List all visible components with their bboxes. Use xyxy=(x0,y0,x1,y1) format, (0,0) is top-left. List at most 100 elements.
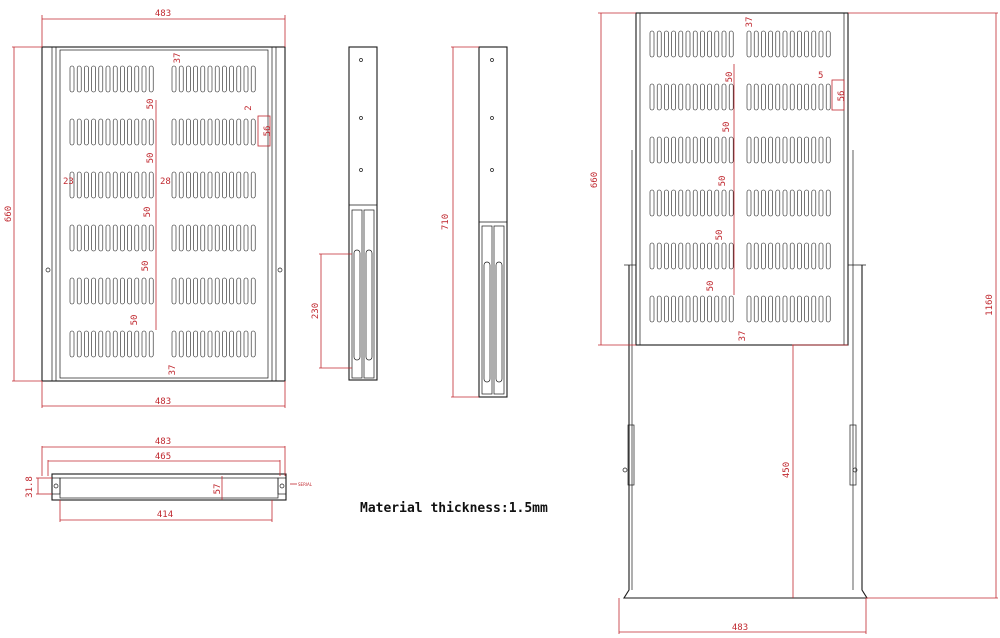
vent-slot xyxy=(685,83,691,111)
vent-slot xyxy=(171,277,177,305)
vent-slot xyxy=(714,136,720,164)
vent-slot xyxy=(141,330,147,358)
vent-slot xyxy=(811,136,817,164)
vent-slot xyxy=(98,277,104,305)
vent-slot xyxy=(229,118,234,146)
vent-slot xyxy=(76,224,82,252)
vent-slot xyxy=(229,65,234,93)
vent-slot xyxy=(120,65,125,93)
vent-slot xyxy=(761,30,766,58)
extended-view: 660 1160 450 483 37 37 50 50 50 50 50 56… xyxy=(590,12,998,634)
bottom-view: 483 465 414 57 31.8 SERIAL xyxy=(25,437,313,522)
vent-slot xyxy=(721,30,727,58)
vent-slot xyxy=(825,242,831,270)
vent-slot xyxy=(214,277,220,305)
vent-slot xyxy=(186,118,191,146)
vent-slot xyxy=(714,189,720,217)
vent-slot xyxy=(178,171,184,199)
vent-slot xyxy=(782,83,788,111)
vent-slot xyxy=(797,295,802,323)
vent-slot xyxy=(112,277,118,305)
vent-slot xyxy=(671,83,676,111)
vent-slot xyxy=(775,189,781,217)
vent-slot xyxy=(664,189,669,217)
vent-slot xyxy=(91,224,96,252)
front-view-slot-grid xyxy=(69,65,256,358)
vent-slot xyxy=(105,65,111,93)
vent-slot xyxy=(193,277,198,305)
vent-slot xyxy=(768,189,773,217)
vent-slot xyxy=(728,136,734,164)
vent-slot xyxy=(178,118,184,146)
vent-slot xyxy=(700,295,705,323)
vent-slot xyxy=(229,277,234,305)
vent-slot xyxy=(649,30,655,58)
dim-ext-slot-height: 56 xyxy=(837,91,847,102)
vent-slot xyxy=(811,189,817,217)
vent-slot xyxy=(825,189,831,217)
vent-slot xyxy=(678,136,684,164)
vent-slot xyxy=(649,83,655,111)
vent-slot xyxy=(707,242,712,270)
vent-slot xyxy=(761,189,766,217)
vent-slot xyxy=(753,295,759,323)
dim-front-bottom-margin: 37 xyxy=(168,365,178,376)
vent-slot xyxy=(678,30,684,58)
vent-slot xyxy=(91,171,96,199)
vent-slot xyxy=(200,118,206,146)
side-view-1-hole-icon xyxy=(359,168,363,172)
vent-slot xyxy=(200,224,206,252)
vent-slot xyxy=(229,330,234,358)
vent-slot xyxy=(148,330,154,358)
vent-slot xyxy=(797,83,802,111)
vent-slot xyxy=(105,118,111,146)
vent-slot xyxy=(186,171,191,199)
vent-slot xyxy=(649,136,655,164)
vent-slot xyxy=(671,295,676,323)
vent-slot xyxy=(728,242,734,270)
dim-bottom-height: 57 xyxy=(213,484,223,495)
vent-slot xyxy=(721,295,727,323)
vent-slot xyxy=(797,189,802,217)
vent-slot xyxy=(134,171,140,199)
vent-slot xyxy=(91,277,96,305)
vent-slot xyxy=(171,65,177,93)
vent-slot xyxy=(761,83,766,111)
vent-slot xyxy=(685,189,691,217)
vent-slot xyxy=(700,83,705,111)
vent-slot xyxy=(797,242,802,270)
vent-slot xyxy=(134,224,140,252)
extended-view-rails xyxy=(623,265,868,599)
vent-slot xyxy=(98,224,104,252)
vent-slot xyxy=(214,118,220,146)
vent-slot xyxy=(222,224,227,252)
vent-slot xyxy=(141,171,147,199)
dim-front-height: 660 xyxy=(4,206,14,222)
vent-slot xyxy=(714,30,720,58)
vent-slot xyxy=(171,118,177,146)
vent-slot xyxy=(818,136,824,164)
vent-slot xyxy=(664,242,669,270)
vent-slot xyxy=(671,242,676,270)
vent-slot xyxy=(782,242,788,270)
vent-slot xyxy=(825,30,831,58)
vent-slot xyxy=(728,83,734,111)
vent-slot xyxy=(112,330,118,358)
vent-slot xyxy=(250,330,256,358)
dim-ext-pitch-1: 50 xyxy=(725,72,735,83)
vent-slot xyxy=(746,295,752,323)
vent-slot xyxy=(250,277,256,305)
vent-slot xyxy=(692,83,698,111)
dim-front-side-left: 23 xyxy=(63,177,74,187)
vent-slot xyxy=(178,65,184,93)
vent-slot xyxy=(207,224,213,252)
vent-slot xyxy=(91,118,96,146)
vent-slot xyxy=(98,118,104,146)
vent-slot xyxy=(193,118,198,146)
vent-slot xyxy=(84,65,89,93)
vent-slot xyxy=(84,171,89,199)
front-view-right-screw-icon xyxy=(277,267,283,273)
side-view-2: 710 xyxy=(441,46,508,398)
vent-slot xyxy=(69,224,75,252)
